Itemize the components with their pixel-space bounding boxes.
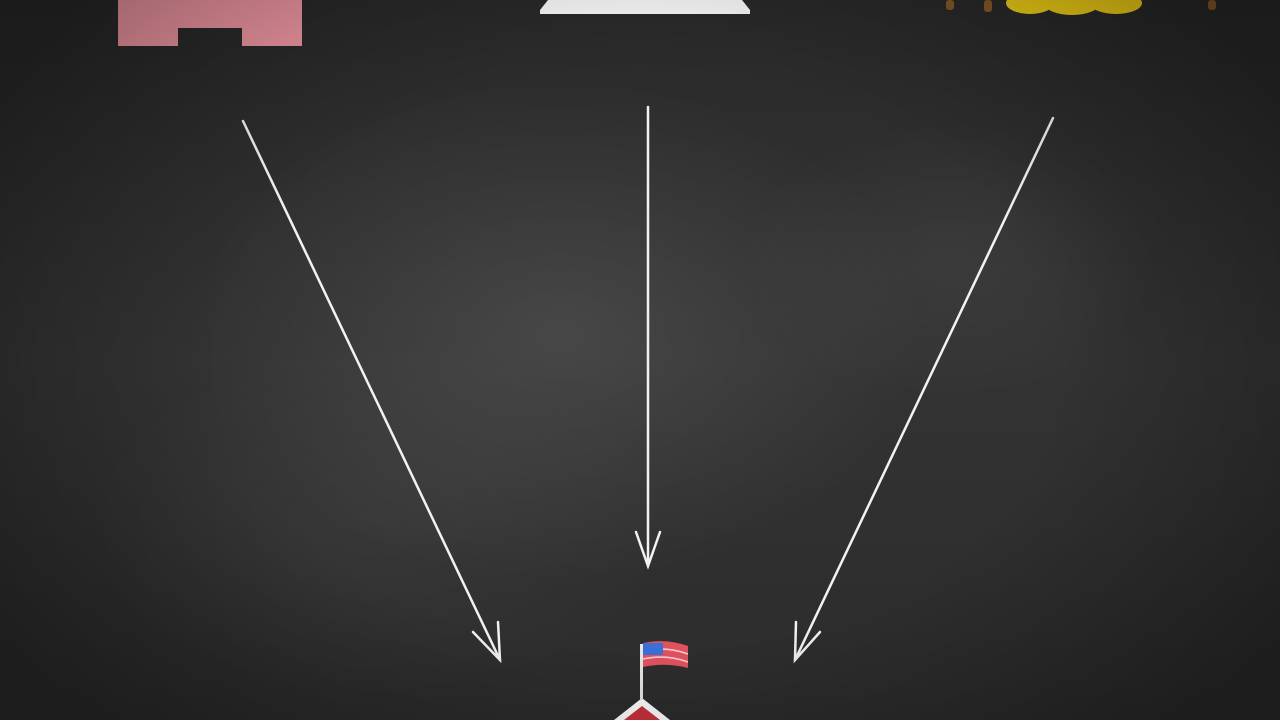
arrow-center-to-school bbox=[634, 105, 662, 570]
pink-building-icon bbox=[118, 0, 302, 46]
arrow-left-to-school bbox=[241, 119, 502, 664]
schoolhouse-icon bbox=[614, 698, 670, 720]
us-flag-icon bbox=[640, 641, 689, 700]
gold-coins-icon bbox=[946, 0, 1216, 15]
arrow-right-to-school bbox=[793, 116, 1055, 664]
white-pedestal-icon bbox=[540, 0, 750, 14]
